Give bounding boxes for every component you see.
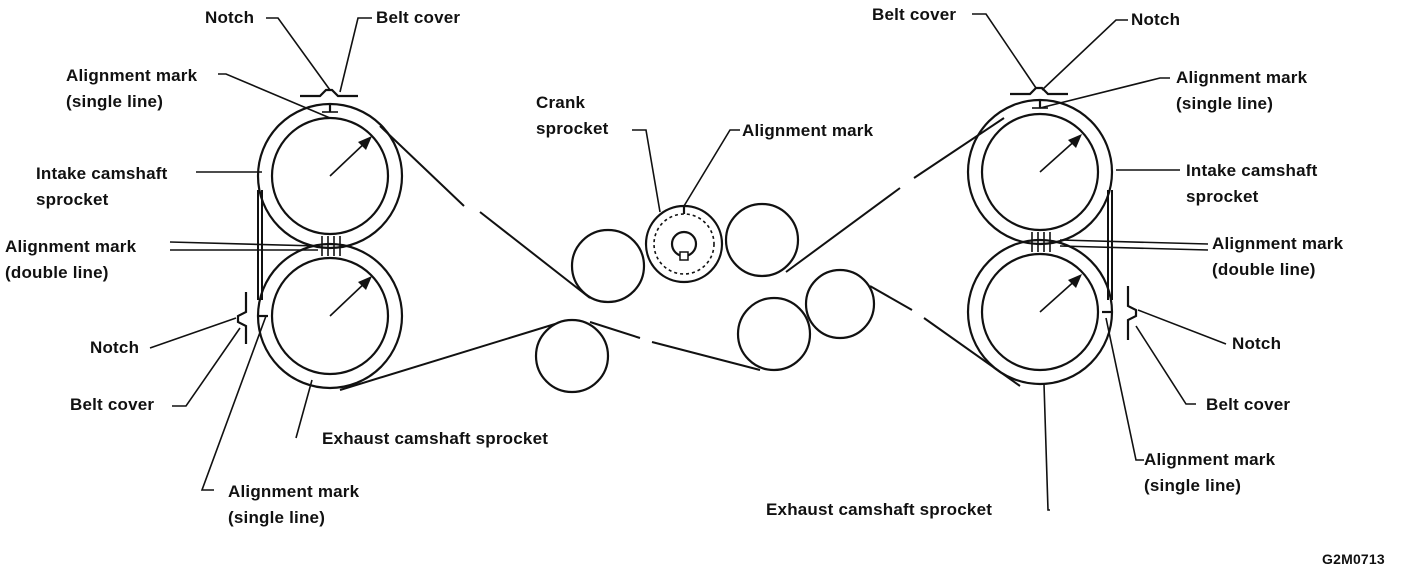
right-belt-cover-top-label: Belt cover [872, 5, 957, 24]
right-double-line-mark [1031, 232, 1051, 252]
timing-belt [257, 117, 1113, 391]
leader-lines [149, 13, 1227, 511]
left-alignment-single-top-label: Alignment mark (single line) [66, 66, 198, 111]
left-exhaust-sprocket-label: Exhaust camshaft sprocket [322, 429, 549, 448]
figure-code: G2M0713 [1322, 551, 1385, 567]
left-double-line-mark [321, 236, 341, 256]
left-top-belt-cover-notch [300, 88, 358, 113]
left-belt-cover-top-label: Belt cover [376, 8, 461, 27]
right-notch-top-label: Notch [1131, 10, 1181, 29]
crank-sprocket-label: Crank sprocket [536, 93, 609, 138]
right-alignment-double-label: Alignment mark (double line) [1212, 234, 1344, 279]
left-alignment-double-label: Alignment mark (double line) [5, 237, 137, 282]
left-exhaust-camshaft-sprocket [256, 242, 404, 390]
left-alignment-single-bottom-label: Alignment mark (single line) [228, 482, 360, 527]
right-belt-cover-bottom-label: Belt cover [1206, 395, 1291, 414]
left-notch-top-label: Notch [205, 8, 255, 27]
right-intake-sprocket-label: Intake camshaft sprocket [1186, 161, 1318, 206]
crank-sprocket [644, 204, 724, 284]
right-top-belt-cover-notch [1010, 86, 1068, 109]
right-exhaust-camshaft-sprocket [966, 238, 1114, 386]
right-exhaust-sprocket-label: Exhaust camshaft sprocket [766, 500, 993, 519]
idler-pulleys [534, 202, 876, 394]
left-notch-bottom-label: Notch [90, 338, 140, 357]
right-alignment-single-bottom-label: Alignment mark (single line) [1144, 450, 1276, 495]
left-belt-cover-bottom-label: Belt cover [70, 395, 155, 414]
right-alignment-single-top-label: Alignment mark (single line) [1176, 68, 1308, 113]
left-intake-sprocket-label: Intake camshaft sprocket [36, 164, 168, 209]
right-intake-camshaft-sprocket [966, 98, 1114, 246]
crank-alignment-mark-label: Alignment mark [742, 121, 874, 140]
right-bottom-belt-cover-notch [1102, 286, 1138, 340]
left-bottom-belt-cover-notch [236, 292, 268, 344]
right-notch-bottom-label: Notch [1232, 334, 1282, 353]
